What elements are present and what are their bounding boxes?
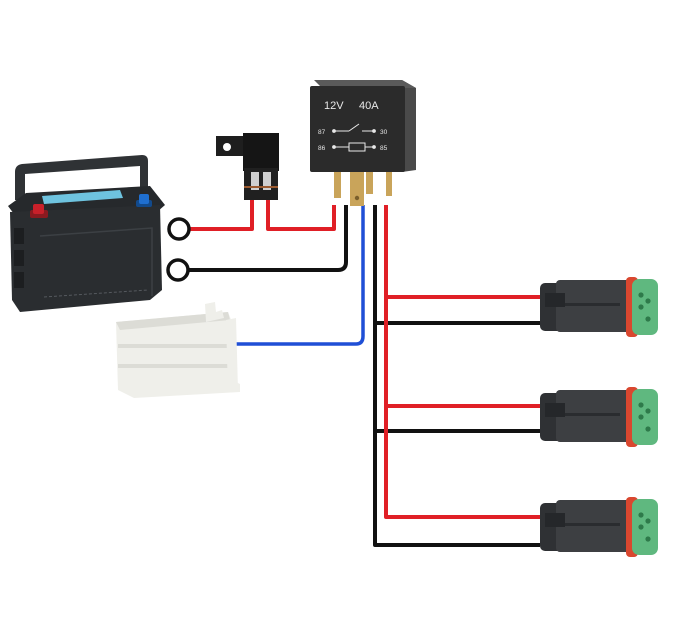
relay-pin-87-label: 87 bbox=[318, 129, 326, 136]
relay-switch-symbol bbox=[332, 123, 376, 133]
wire-switch-signal bbox=[236, 205, 365, 346]
relay-pin bbox=[366, 170, 373, 194]
switch-connector bbox=[116, 302, 240, 398]
battery-vent bbox=[14, 250, 24, 266]
relay-pin bbox=[386, 170, 392, 196]
relay-coil-symbol bbox=[332, 142, 376, 152]
battery-negative-terminal bbox=[136, 194, 152, 207]
connector-pin-hole bbox=[645, 298, 651, 304]
relay-pin-85-label: 85 bbox=[380, 145, 388, 152]
connector-pin-hole bbox=[645, 536, 651, 542]
dt-connector-1 bbox=[540, 277, 658, 337]
relay-face bbox=[310, 86, 405, 172]
fuse-holder bbox=[216, 133, 279, 200]
connector-face bbox=[632, 389, 658, 445]
battery-vent bbox=[14, 272, 24, 288]
relay-side bbox=[402, 80, 416, 172]
connector-pin-hole bbox=[645, 316, 651, 322]
switch-connector-rib bbox=[226, 318, 238, 392]
switch-connector-latch bbox=[205, 302, 224, 322]
battery-handle bbox=[15, 155, 148, 200]
wire-battery-positive bbox=[190, 200, 254, 231]
wire-fuse-to-relay bbox=[266, 200, 336, 231]
connector-pin-hole bbox=[638, 292, 644, 298]
connector-pin-hole bbox=[638, 414, 644, 420]
relay-pin bbox=[334, 170, 341, 198]
connector-pin-hole bbox=[638, 402, 644, 408]
wire-battery-ground bbox=[189, 205, 348, 272]
battery-body bbox=[10, 205, 162, 312]
relay-pin-86-label: 86 bbox=[318, 145, 326, 152]
ring-terminal-ground bbox=[166, 258, 190, 282]
relay-voltage-label: 12V bbox=[324, 100, 344, 112]
battery-vent bbox=[14, 228, 24, 244]
wires bbox=[189, 200, 545, 547]
wire-ground-trunk bbox=[373, 205, 540, 547]
connector-pin-hole bbox=[638, 524, 644, 530]
connector-pin-hole bbox=[645, 426, 651, 432]
fuse-holder-cap bbox=[243, 133, 279, 171]
relay-pin-30-label: 30 bbox=[380, 129, 388, 136]
fuse-blade bbox=[251, 172, 259, 190]
relay-pin bbox=[350, 170, 364, 206]
wire-positive-trunk bbox=[384, 205, 545, 519]
fuse-blade bbox=[263, 172, 271, 190]
ring-terminal-positive bbox=[167, 217, 191, 241]
dt-connector-2 bbox=[540, 387, 658, 447]
fuse-holder-tab bbox=[216, 136, 246, 156]
connector-pin-hole bbox=[638, 304, 644, 310]
output-connectors bbox=[540, 277, 658, 557]
dt-connector-3 bbox=[540, 497, 658, 557]
connector-face bbox=[632, 279, 658, 335]
connector-pin-hole bbox=[638, 512, 644, 518]
fuse-holder-mount-hole bbox=[223, 143, 231, 151]
connector-pin-hole bbox=[645, 408, 651, 414]
relay: 12V 40A 87 30 86 85 bbox=[310, 80, 416, 206]
battery-dashed-line bbox=[43, 289, 149, 298]
connector-pin-hole bbox=[645, 518, 651, 524]
relay-current-label: 40A bbox=[359, 100, 379, 112]
battery-label bbox=[42, 190, 123, 204]
connector-face bbox=[632, 499, 658, 555]
fuse-holder-body bbox=[244, 168, 278, 200]
battery bbox=[8, 155, 165, 312]
battery-positive-terminal bbox=[30, 204, 48, 218]
switch-connector-body bbox=[116, 312, 240, 398]
battery-body-edge bbox=[39, 227, 153, 296]
